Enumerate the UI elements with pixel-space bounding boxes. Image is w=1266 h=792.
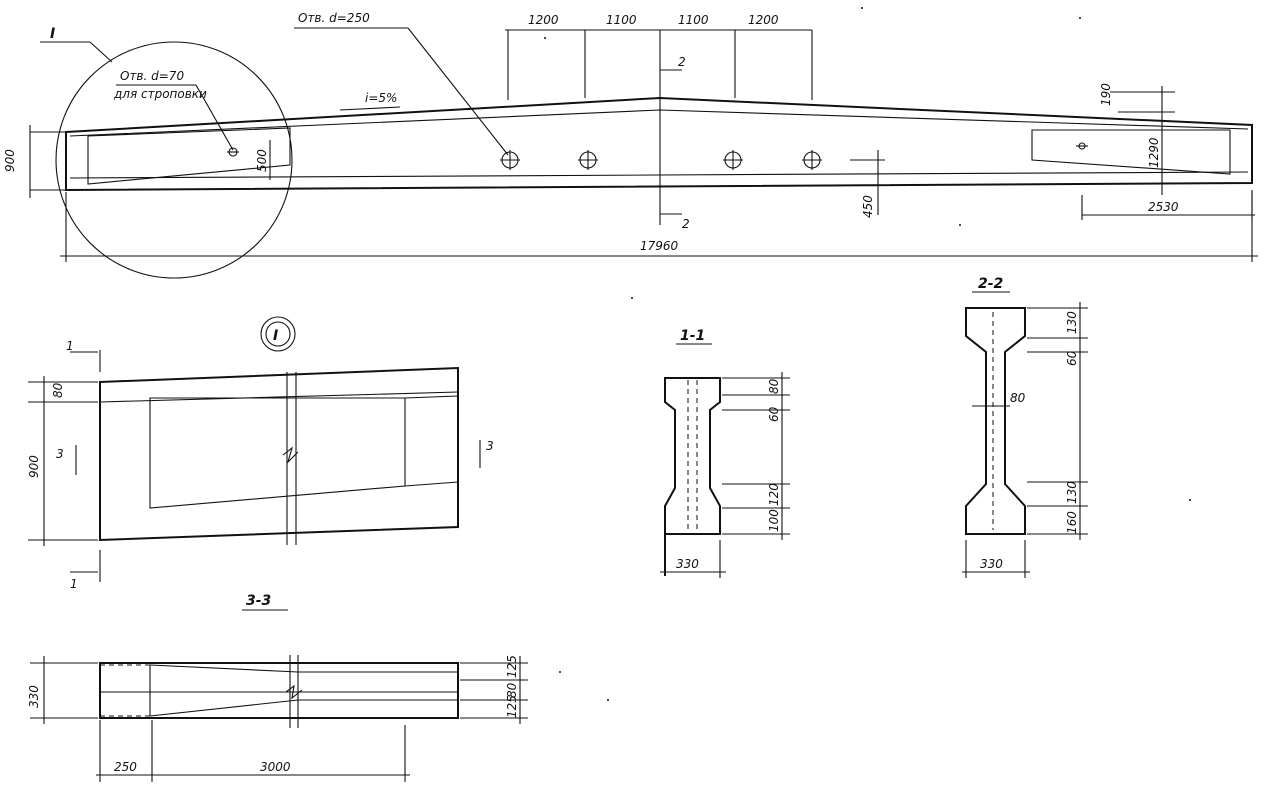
- callout-leader: [89, 41, 113, 63]
- cut-2-bottom-label: 2: [682, 217, 690, 231]
- beam-elevation: I Отв. d=70 для строповки Отв. d=250 i=5…: [3, 11, 1258, 279]
- detail-callout-circle: [55, 41, 293, 279]
- detail-callout-inner: [265, 321, 291, 347]
- sec1-dim-flange: 60: [767, 406, 781, 422]
- dim-end-right: 2530: [1148, 200, 1179, 214]
- dim-height-left: 900: [3, 149, 17, 172]
- section-2-2: 2-2 80 130 60 130 160 330: [962, 276, 1088, 578]
- cut-3-left-label: 3: [56, 447, 64, 461]
- slope-label: i=5%: [365, 91, 397, 105]
- detail-I: I 1 1 3 3 80 900: [27, 316, 494, 591]
- beam-bottom-flange-line: [69, 171, 1249, 179]
- cut-1-top-label: 1: [66, 339, 74, 353]
- beam-left-end-panel: [87, 127, 291, 185]
- dim-top-1: 1200: [528, 13, 559, 27]
- dim-hole-level: 450: [861, 195, 875, 218]
- section-2-2-shape: [965, 307, 1026, 535]
- dim-top-4: 1200: [748, 13, 779, 27]
- detail-callout-label: I: [273, 328, 278, 344]
- detail-callout-outer: [260, 316, 296, 352]
- sec3-dim-right-c: 125: [505, 695, 519, 718]
- sec3-dim-height: 330: [27, 685, 41, 708]
- beam-right-end-panel: [1031, 129, 1231, 175]
- dim-top-3: 1100: [678, 13, 709, 27]
- sec1-dim-lower-a: 120: [767, 483, 781, 506]
- sec2-dim-flange: 60: [1065, 350, 1079, 366]
- sec3-dim-length: 3000: [260, 760, 291, 774]
- dim-top-2: 1100: [606, 13, 637, 27]
- callout-label: I: [50, 26, 55, 42]
- sec1-dim-top: 80: [767, 378, 781, 394]
- sec3-dim-right-b: 80: [505, 682, 519, 698]
- section-1-1: 1-1 80 60 120 100 330: [660, 328, 790, 578]
- section-2-2-title: 2-2: [978, 276, 1003, 292]
- sec2-dim-width: 330: [980, 557, 1003, 571]
- scan-noise: [544, 7, 1191, 701]
- cut-1-bottom-label: 1: [70, 577, 78, 591]
- sec3-dim-left: 250: [114, 760, 137, 774]
- web-holes: [500, 150, 822, 170]
- cut-3-right-label: 3: [486, 439, 494, 453]
- detail-dim-flange: 80: [51, 382, 65, 398]
- sec2-dim-web: 80: [1010, 391, 1026, 405]
- sec1-dim-lower-b: 100: [767, 509, 781, 532]
- dim-total: 17960: [640, 239, 679, 253]
- detail-outline: [99, 366, 459, 542]
- detail-top-flange: [99, 391, 459, 403]
- beam-outline: [65, 96, 1253, 192]
- section-1-1-shape: [664, 377, 721, 535]
- lifting-hole-label: Отв. d=70: [120, 69, 184, 83]
- sec1-dim-width: 330: [676, 557, 699, 571]
- section-3-3-outline: [99, 662, 459, 719]
- detail-dim-height: 900: [27, 455, 41, 478]
- section-3-3: 3-3 330 125 80 125 250 3000: [27, 593, 528, 782]
- lifting-hole-note: для строповки: [113, 87, 207, 101]
- beam-top-flange-line: [69, 109, 1249, 137]
- detail-opening: [149, 397, 406, 509]
- sec2-dim-top: 130: [1065, 311, 1079, 334]
- cut-2-top-label: 2: [678, 55, 686, 69]
- sec2-dim-lower-b: 160: [1065, 511, 1079, 534]
- dim-top-right: 190: [1099, 83, 1113, 106]
- dim-lifting-hole: 500: [255, 149, 269, 172]
- section-1-1-title: 1-1: [680, 328, 705, 344]
- sec3-dim-right-a: 125: [505, 655, 519, 678]
- section-3-3-title: 3-3: [246, 593, 271, 609]
- dim-height-right: 1290: [1147, 137, 1161, 168]
- hole-label: Отв. d=250: [298, 11, 370, 25]
- sec2-dim-lower-a: 130: [1065, 481, 1079, 504]
